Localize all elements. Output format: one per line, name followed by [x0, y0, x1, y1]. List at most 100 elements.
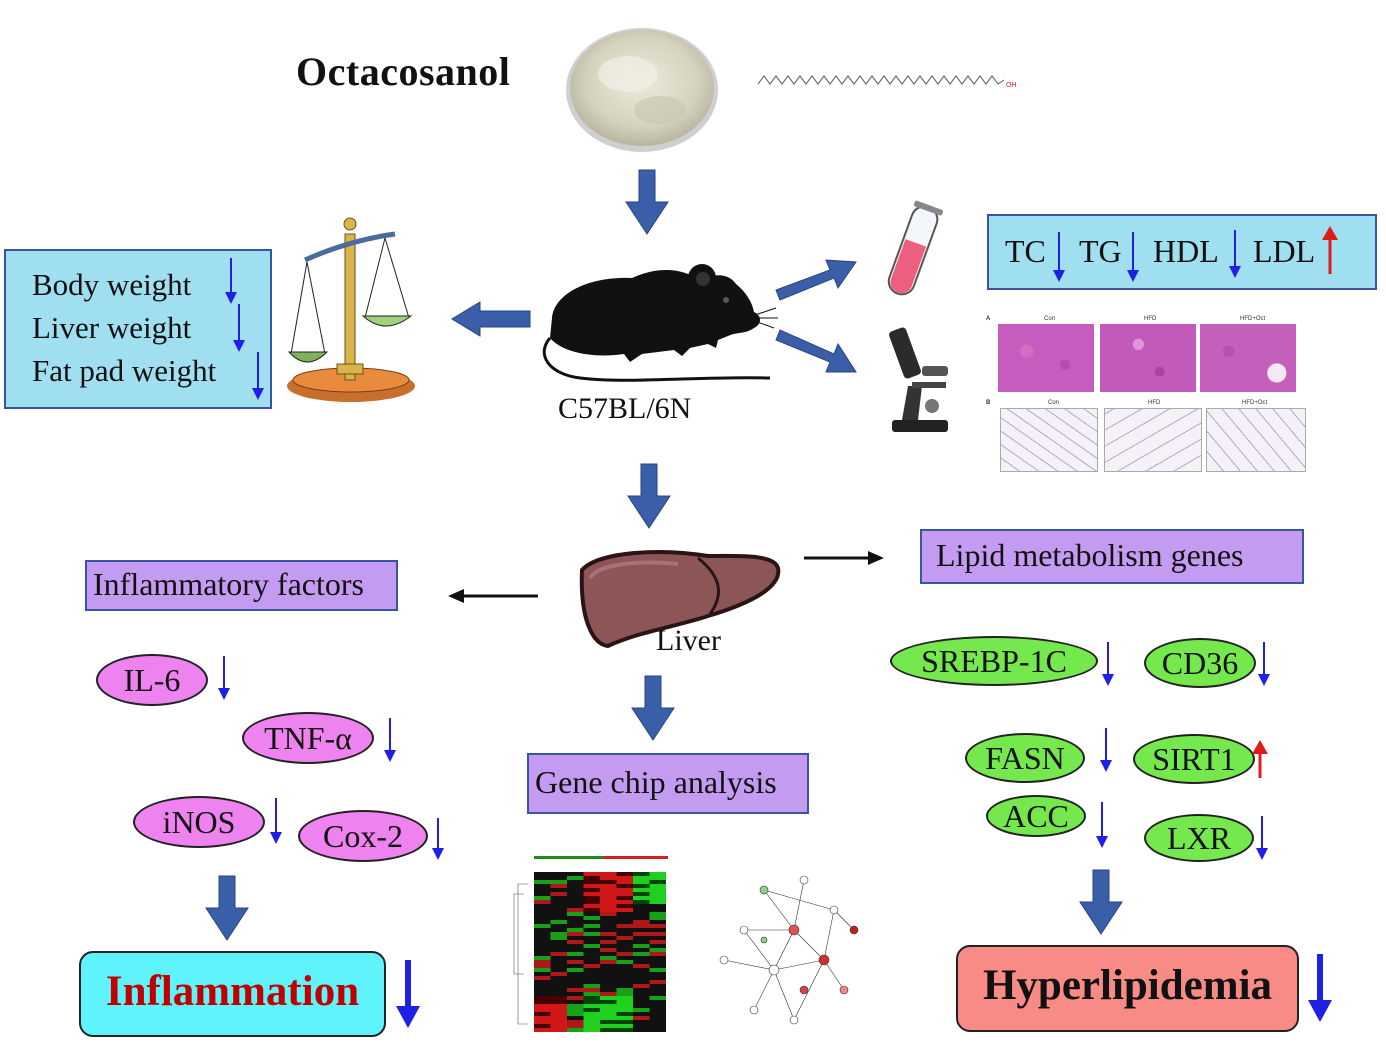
- heatmap-cell: [633, 932, 650, 936]
- microscope-image: [889, 327, 948, 432]
- heatmap-cell: [534, 1008, 551, 1012]
- heatmap-cell: [616, 1028, 633, 1032]
- heatmap-cell: [550, 900, 567, 904]
- heatmap-cell: [616, 892, 633, 896]
- heatmap-cell: [583, 908, 600, 912]
- heatmap-cell: [616, 1016, 633, 1020]
- heatmap-cell: [616, 912, 633, 916]
- heatmap-cell: [550, 960, 567, 964]
- heatmap-cell: [550, 956, 567, 960]
- heatmap-cell: [567, 960, 584, 964]
- lipid-genes-arrows: [1096, 642, 1270, 860]
- heatmap-cell: [567, 992, 584, 996]
- heatmap-cell: [616, 952, 633, 956]
- flow-arrow-to-gene-chip: [631, 675, 675, 741]
- heatmap-cell: [583, 996, 600, 1000]
- heatmap-cell: [600, 1008, 617, 1012]
- lipid-tg-label: TG: [1079, 233, 1122, 269]
- heatmap-cell: [649, 1012, 666, 1016]
- heatmap-cell: [600, 996, 617, 1000]
- lipid-hdl-label: HDL: [1153, 233, 1219, 269]
- heatmap-cell: [534, 952, 551, 956]
- heatmap-cell: [534, 976, 551, 980]
- heatmap-cell: [600, 988, 617, 992]
- heatmap-cell: [616, 944, 633, 948]
- heatmap-cell: [550, 908, 567, 912]
- histology-b-hfd: [1104, 408, 1202, 472]
- heatmap-cell: [600, 896, 617, 900]
- heatmap-cell: [616, 996, 633, 1000]
- heatmap-cell: [534, 924, 551, 928]
- heatmap-cell: [567, 880, 584, 884]
- heatmap-cell: [616, 976, 633, 980]
- compound-title: Octacosanol: [296, 49, 511, 94]
- heatmap-cell: [534, 880, 551, 884]
- balance-scale-image: [287, 217, 415, 402]
- heatmap-cell: [534, 940, 551, 944]
- heatmap-cell: [633, 928, 650, 932]
- heatmap-cell: [633, 876, 650, 880]
- heatmap-cell: [567, 904, 584, 908]
- heatmap-cell: [616, 980, 633, 984]
- heatmap-cell: [567, 996, 584, 1000]
- heatmap-cell: [600, 948, 617, 952]
- factor-il6-pill: IL-6: [96, 654, 208, 706]
- heatmap-cell: [616, 988, 633, 992]
- heatmap-cell: [649, 992, 666, 996]
- heatmap-cell: [550, 888, 567, 892]
- heatmap-cell: [567, 976, 584, 980]
- heatmap-cell: [633, 936, 650, 940]
- heatmap-cell: [633, 1016, 650, 1020]
- heatmap-cell: [567, 984, 584, 988]
- heatmap-cell: [534, 964, 551, 968]
- heatmap-cell: [600, 900, 617, 904]
- factor-tnfa-pill: TNF-α: [242, 712, 374, 764]
- heatmap-cell: [649, 956, 666, 960]
- histology-a-hfdoct: [1200, 324, 1296, 392]
- heatmap-cell: [649, 904, 666, 908]
- heatmap-cell: [567, 1016, 584, 1020]
- heatmap-cell: [534, 960, 551, 964]
- heatmap-cell: [550, 872, 567, 876]
- heatmap-cell: [649, 952, 666, 956]
- gene-srebp1c-pill: SREBP-1C: [890, 636, 1098, 686]
- gene-acc-pill: ACC: [986, 795, 1086, 837]
- heatmap-cell: [567, 908, 584, 912]
- heatmap-cell: [550, 1028, 567, 1032]
- heatmap-cell: [600, 1012, 617, 1016]
- heatmap-cell: [550, 924, 567, 928]
- heatmap-cell: [583, 952, 600, 956]
- weight-item-liver: Liver weight: [32, 310, 192, 345]
- heatmap-cell: [633, 940, 650, 944]
- heatmap-cell: [600, 960, 617, 964]
- heatmap-cell: [583, 892, 600, 896]
- gene-sirt1-pill: SIRT1: [1133, 734, 1255, 784]
- heatmap-cell: [616, 876, 633, 880]
- heatmap-cell: [567, 876, 584, 880]
- heatmap-cell: [600, 912, 617, 916]
- heatmap-cell: [600, 884, 617, 888]
- heatmap-cell: [633, 976, 650, 980]
- heatmap-cell: [567, 924, 584, 928]
- flow-arrow-to-inflammation: [205, 875, 249, 941]
- heatmap-cell: [633, 996, 650, 1000]
- heatmap-cell: [550, 952, 567, 956]
- heatmap-cell: [649, 888, 666, 892]
- heatmap-cell: [616, 984, 633, 988]
- heatmap-cell: [534, 980, 551, 984]
- histology-b-hfd-caption: HFD: [1148, 400, 1161, 406]
- weights-down-arrows: [225, 258, 264, 400]
- heatmap-cell: [633, 888, 650, 892]
- heatmap-cell: [550, 964, 567, 968]
- heatmap-cell: [534, 1000, 551, 1004]
- heatmap-cell: [583, 936, 600, 940]
- heatmap-cell: [600, 936, 617, 940]
- heatmap-cell: [649, 1020, 666, 1024]
- heatmap-cell: [567, 980, 584, 984]
- heatmap-cell: [583, 940, 600, 944]
- heatmap-cell: [583, 1000, 600, 1004]
- heatmap-cell: [534, 872, 551, 876]
- heatmap-cell: [550, 1012, 567, 1016]
- heatmap-cell: [583, 956, 600, 960]
- heatmap-cell: [616, 964, 633, 968]
